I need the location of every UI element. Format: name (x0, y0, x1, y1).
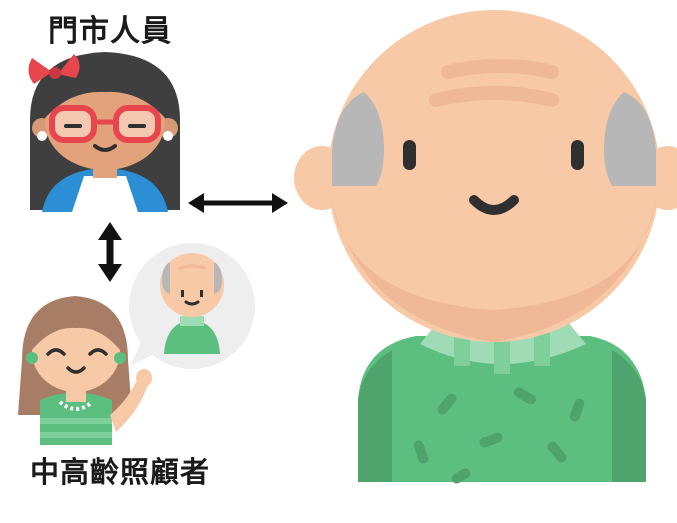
vertical-double-arrow-icon (98, 222, 122, 282)
elderly-person-avatar (294, 10, 677, 484)
store-staff-avatar (28, 52, 180, 212)
caregiver-label: 中高齡照顧者 (29, 455, 210, 489)
thought-bubble (129, 243, 255, 369)
store-staff-label: 門市人員 (48, 14, 172, 49)
caregiver-avatar (18, 296, 152, 445)
hair-bow-icon (28, 54, 80, 84)
horizontal-double-arrow-icon (188, 193, 288, 213)
